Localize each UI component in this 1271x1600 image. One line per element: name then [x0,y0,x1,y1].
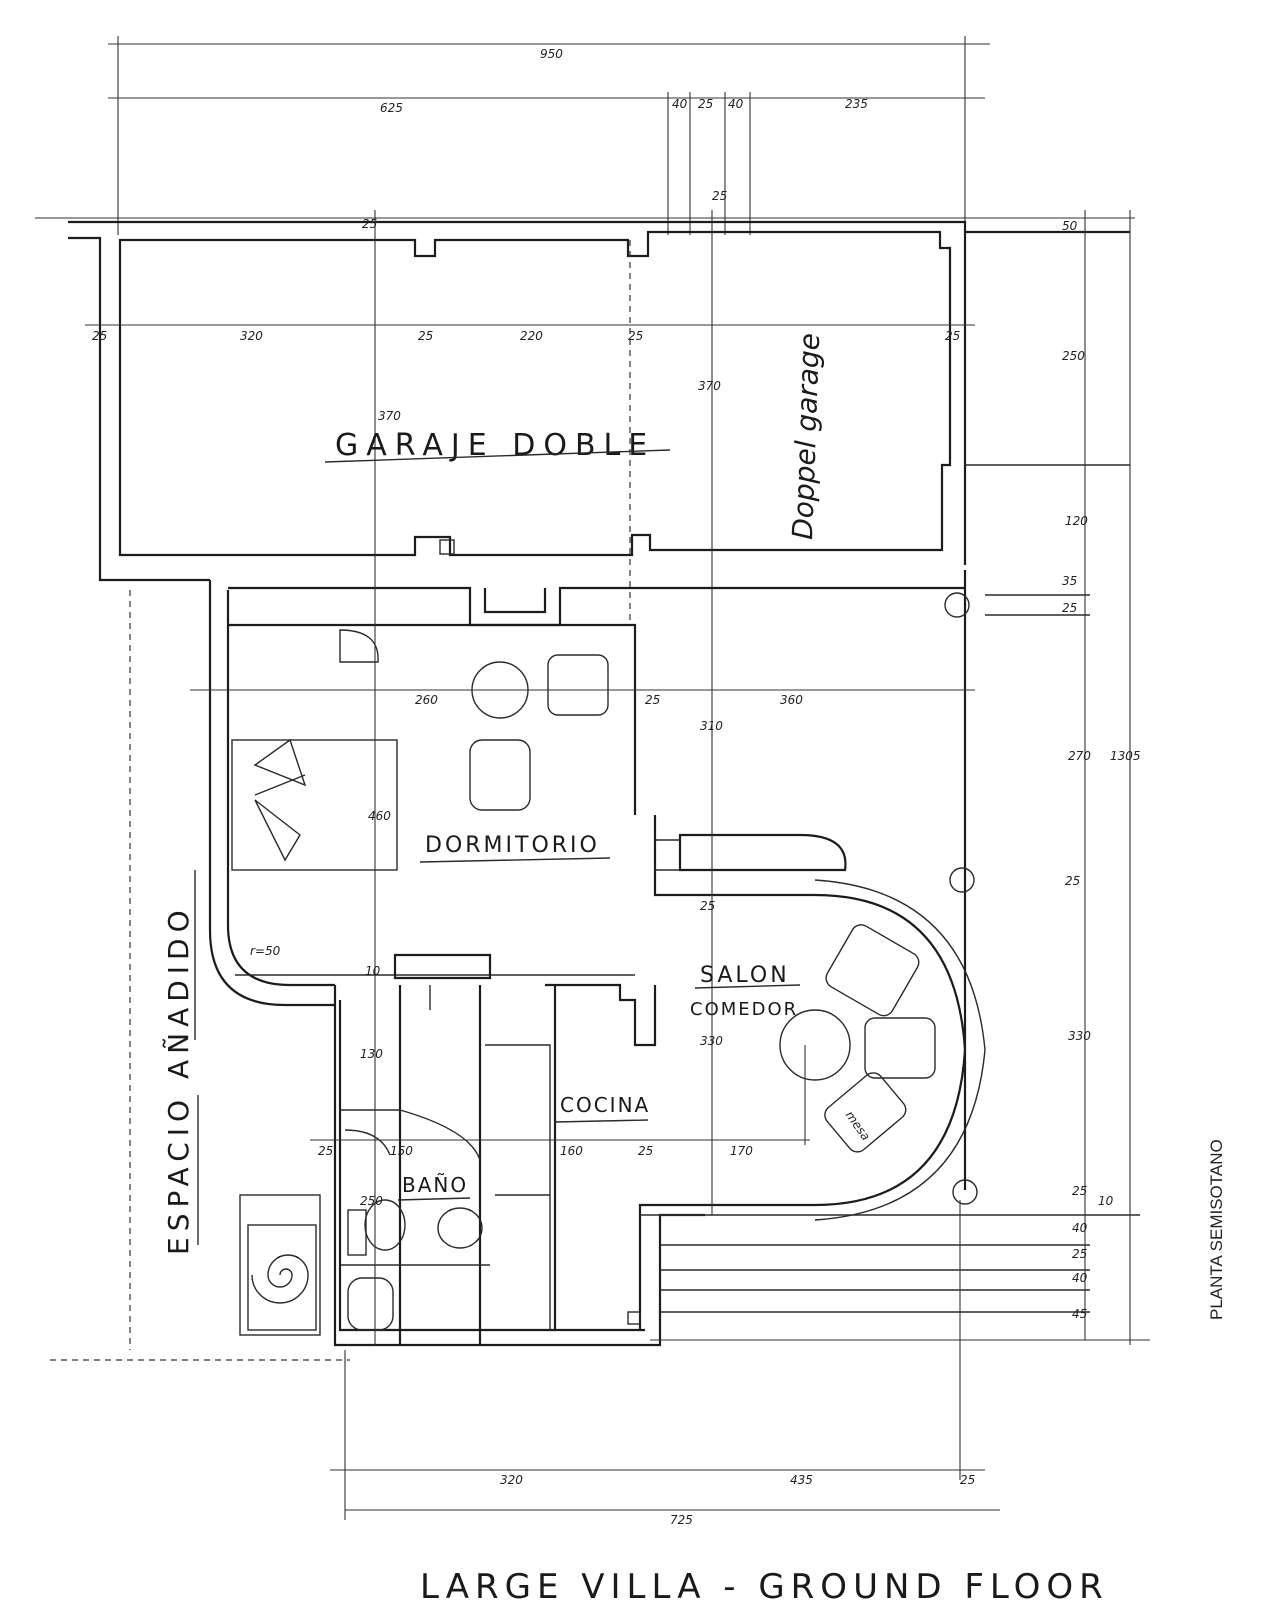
dim-bot-total: 725 [670,1513,693,1527]
dim-garage-h1: 370 [378,409,401,423]
dim-sal-330: 330 [700,1034,723,1048]
dim-r45: 45 [1072,1307,1087,1321]
room-label-garage-german: Doppel garage [786,332,826,540]
dim-kit-25: 25 [638,1144,653,1158]
dim-bed-360: 360 [780,693,803,707]
dim-r25e: 25 [1072,1247,1087,1261]
dim-top-a: 40 [672,97,688,111]
dim-bath-150: 150 [390,1144,413,1158]
dim-r40a: 40 [1072,1221,1088,1235]
dim-top-c: 40 [728,97,744,111]
dim-garage-25c: 25 [628,329,643,343]
dim-top-left: 625 [380,101,403,115]
dim-r35: 35 [1062,574,1077,588]
dim-r40b: 40 [1072,1271,1088,1285]
dim-bed-radius: r=50 [250,944,281,958]
plan-title: PLANTA SEMISOTANO [1207,1139,1226,1320]
dim-kit-160: 160 [560,1144,583,1158]
dim-bed-10: 10 [365,964,381,978]
dim-r270: 270 [1068,749,1091,763]
dim-garage-25a: 25 [92,329,107,343]
dim-garage-h2: 370 [698,379,721,393]
furniture [231,539,936,1331]
dim-garage-25e: 25 [362,217,377,231]
room-label-dining: COMEDOR [690,999,798,1020]
dim-r25a: 25 [1062,601,1077,615]
dim-mid-310: 310 [700,719,723,733]
dim-r330: 330 [1068,1029,1091,1043]
top-dimensions: 950 625 40 25 40 235 25 [108,36,990,235]
dim-bed-25: 25 [645,693,660,707]
outer-walls [68,220,1150,1347]
room-label-bedroom: DORMITORIO [425,833,600,858]
room-label-bath: BAÑO [402,1173,468,1197]
room-label-kitchen: COCINA [560,1093,650,1117]
dim-garage-left: 320 [240,329,263,343]
dim-bot-25: 25 [960,1473,975,1487]
dim-bath-130: 130 [360,1047,383,1061]
dim-col-25: 25 [712,189,727,203]
dim-r10: 10 [1098,1194,1114,1208]
room-label-living: SALON [700,963,790,988]
dim-r120: 120 [1065,514,1088,528]
dim-r25d: 25 [1072,1184,1087,1198]
room-labels: GARAJE DOBLE Doppel garage DORMITORIO SA… [162,332,826,1255]
dim-bed-260: 260 [415,693,438,707]
dim-bath-250: 250 [360,1194,383,1208]
dim-bath-25: 25 [318,1144,333,1158]
dim-bed-h: 460 [368,809,391,823]
dim-r25c: 25 [1065,874,1080,888]
dim-top-right: 235 [845,97,868,111]
table-label: mesa [843,1108,873,1143]
room-label-added-space: ESPACIO AÑADIDO [162,904,195,1255]
dim-r1305: 1305 [1110,749,1141,763]
dim-kit-170: 170 [730,1144,753,1158]
dim-bot-320: 320 [500,1473,523,1487]
dim-r50: 50 [1062,219,1078,233]
dim-top-total: 950 [540,47,563,61]
dim-garage-25b: 25 [418,329,433,343]
dim-bot-435: 435 [790,1473,813,1487]
dim-r250: 250 [1062,349,1085,363]
dim-sal-25: 25 [700,899,715,913]
dim-garage-25d: 25 [945,329,960,343]
interior-dimensions: 320 220 25 25 25 25 25 370 370 260 25 36… [35,210,1141,1527]
dim-top-b: 25 [698,97,713,111]
footer-caption: LARGE VILLA - GROUND FLOOR [420,1567,1109,1600]
dim-garage-mid: 220 [520,329,543,343]
room-label-garage: GARAJE DOBLE [335,428,655,463]
